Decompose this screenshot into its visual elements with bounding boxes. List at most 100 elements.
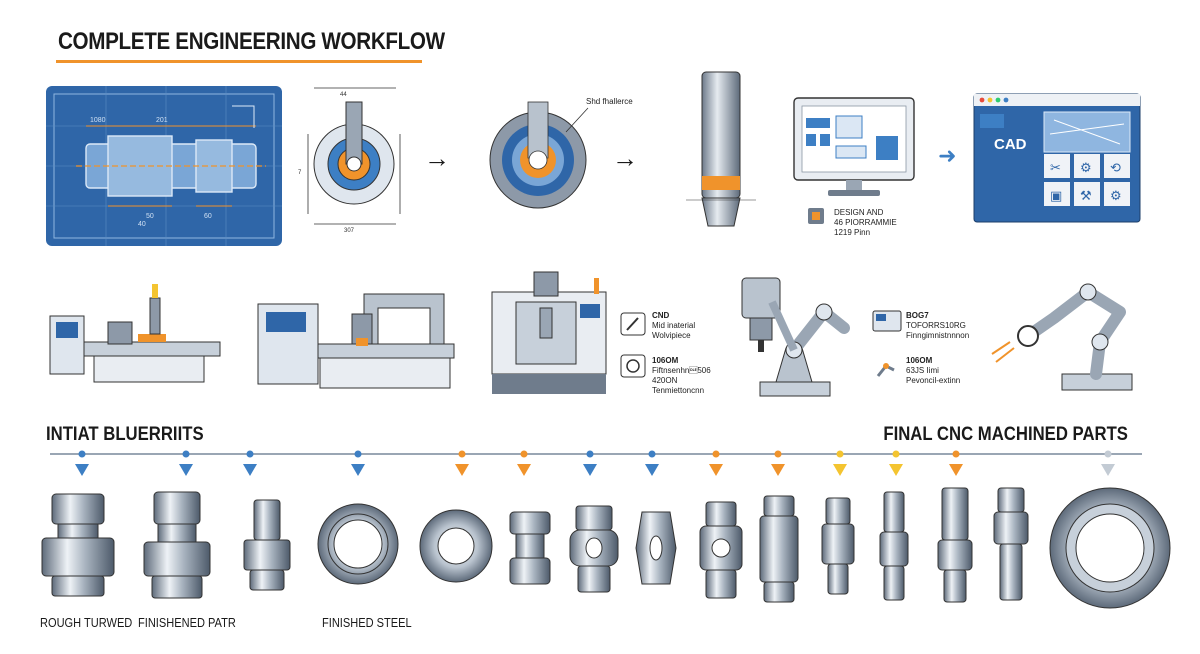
timeline-dot xyxy=(774,450,782,458)
timeline-dot xyxy=(952,450,960,458)
cnc-machine xyxy=(491,271,607,394)
cad-label: CAD xyxy=(994,136,1027,153)
svg-text:⚙: ⚙ xyxy=(1080,161,1092,176)
timeline-marker xyxy=(645,464,659,476)
robot-info-line2: Finngimnistnnnon xyxy=(906,331,970,340)
cnc-info-line2: Wolvipiece xyxy=(652,331,691,340)
part-12 xyxy=(879,491,909,601)
design-label-2: 46 PIORRAMMIE xyxy=(834,218,897,227)
drawing-label: Shd fhallerce xyxy=(586,97,633,106)
part-14 xyxy=(993,487,1029,601)
svg-text:✂: ✂ xyxy=(1050,161,1061,176)
section-view xyxy=(489,101,589,209)
measure-info-line1: Fiftnsenhn506 xyxy=(652,366,711,375)
part-3 xyxy=(243,499,291,591)
part-8 xyxy=(635,511,677,585)
robot-arm-2 xyxy=(991,283,1133,391)
part-9 xyxy=(699,501,743,599)
cnc-info-title: CND xyxy=(652,311,670,320)
flange-part xyxy=(1049,487,1171,609)
robot-arm-1 xyxy=(741,277,850,397)
timeline-dot xyxy=(586,450,594,458)
arrow-right-icon: → xyxy=(612,143,638,173)
part-13 xyxy=(937,487,973,603)
design-label-1: DESIGN AND xyxy=(834,208,884,217)
robot-info-title: BOG7 xyxy=(906,311,929,320)
timeline-marker xyxy=(709,464,723,476)
machine-small-icon xyxy=(872,310,902,332)
timeline-marker xyxy=(179,464,193,476)
parts-row xyxy=(41,487,1171,609)
timeline-dot xyxy=(836,450,844,458)
shaft-part xyxy=(686,71,756,227)
timeline-dot xyxy=(712,450,720,458)
measure-info-line3: Tenmiettoncnn xyxy=(652,386,705,395)
timeline-marker xyxy=(889,464,903,476)
svg-text:50: 50 xyxy=(146,213,154,220)
timeline-dot xyxy=(892,450,900,458)
svg-text:60: 60 xyxy=(204,213,212,220)
part-7 xyxy=(569,505,619,593)
wrench-icon xyxy=(620,312,646,336)
design-label-3: 1219 Pinn xyxy=(834,228,871,237)
robot-info-line1: TOFORRS10RG xyxy=(906,321,966,330)
svg-text:1080: 1080 xyxy=(90,117,106,124)
design-monitor-icon xyxy=(793,97,915,196)
cad-window: ✂⚙⟲ ▣⚒⚙ xyxy=(973,93,1141,223)
timeline-marker xyxy=(455,464,469,476)
timeline-dot xyxy=(78,450,86,458)
timeline-dot xyxy=(520,450,528,458)
timeline-left-label: INTIAT BLUERRIITS xyxy=(46,424,204,445)
ring-part-2 xyxy=(419,509,493,583)
timeline-markers xyxy=(75,450,1115,476)
timeline-marker xyxy=(243,464,257,476)
timeline-marker xyxy=(75,464,89,476)
measure-info-line2: 420ON xyxy=(652,376,678,385)
timeline-dot xyxy=(648,450,656,458)
robot-small-icon xyxy=(876,363,895,377)
timeline-line xyxy=(50,453,1142,455)
part-6 xyxy=(509,511,551,585)
lathe-machine-2 xyxy=(257,293,455,389)
gear-icon xyxy=(808,208,824,224)
part-11 xyxy=(821,497,855,595)
timeline-marker xyxy=(517,464,531,476)
arrow-right-icon: ➜ xyxy=(938,143,957,168)
timeline-marker xyxy=(771,464,785,476)
caption-finished-steel: FINISHED STEEL xyxy=(322,615,412,630)
timeline-marker xyxy=(833,464,847,476)
caption-rough-turned: ROUGH TURWED xyxy=(40,615,133,630)
timeline-right-label: FINAL CNC MACHINED PARTS xyxy=(883,424,1128,445)
robot-info2-line2: Pevoncil-extinn xyxy=(906,376,961,385)
timeline-dot xyxy=(182,450,190,458)
ring-part-1 xyxy=(317,503,399,585)
timeline-marker xyxy=(1101,464,1115,476)
svg-text:⚒: ⚒ xyxy=(1080,189,1092,204)
svg-text:44: 44 xyxy=(340,92,347,98)
caption-finished-part: FINISHENED PATR xyxy=(138,615,236,630)
title-underline xyxy=(56,60,422,63)
svg-text:⚙: ⚙ xyxy=(1110,189,1122,204)
svg-text:7: 7 xyxy=(298,170,302,176)
timeline-marker xyxy=(949,464,963,476)
part-10 xyxy=(759,495,799,603)
part-2 xyxy=(143,491,211,599)
lathe-machine-1 xyxy=(49,284,221,383)
timeline-marker xyxy=(351,464,365,476)
svg-text:201: 201 xyxy=(156,117,168,124)
robot-info2-title: 106OM xyxy=(906,356,933,365)
timeline-dot xyxy=(354,450,362,458)
page-title: COMPLETE ENGINEERING WORKFLOW xyxy=(58,28,445,55)
arrow-right-icon: → xyxy=(424,143,450,173)
part-rough-turned xyxy=(41,493,115,597)
svg-text:307: 307 xyxy=(344,228,355,234)
gauge-icon xyxy=(620,354,646,378)
svg-text:⟲: ⟲ xyxy=(1110,161,1121,176)
timeline-dot xyxy=(1104,450,1112,458)
robot-info2-line1: 63JS Iimi xyxy=(906,366,939,375)
section-drawing: 44 307 7 xyxy=(298,87,401,234)
timeline-marker xyxy=(583,464,597,476)
timeline-dot xyxy=(458,450,466,458)
timeline-dot xyxy=(246,450,254,458)
